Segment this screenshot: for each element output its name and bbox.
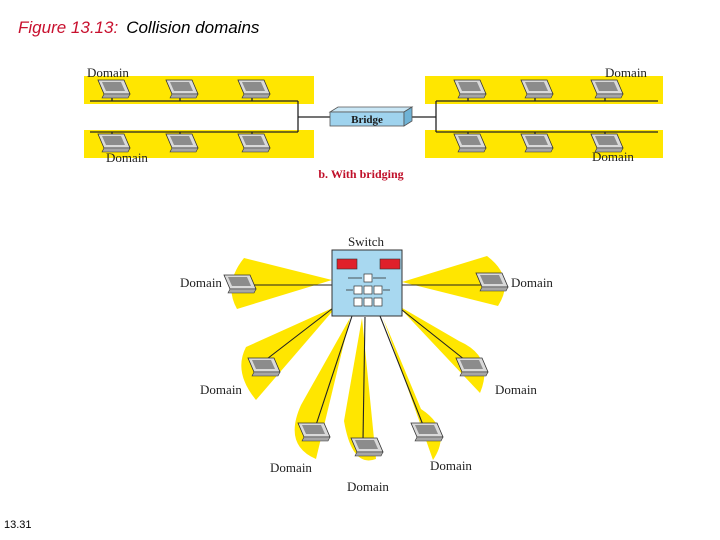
switch-label: Switch <box>348 234 385 249</box>
domain-label: Domain <box>200 382 242 397</box>
switch-light <box>336 258 358 270</box>
laptop-icon <box>223 274 257 294</box>
switch-device: Switch <box>331 234 403 317</box>
domain-label: Domain <box>270 460 312 475</box>
slide-number: 13.31 <box>4 519 32 531</box>
bridge-device: Bridge <box>328 106 414 127</box>
bridging-diagram: Bridge Domain Domain Domain Domain b. Wi… <box>84 65 663 181</box>
domain-label: Domain <box>106 150 148 165</box>
domain-label: Domain <box>495 382 537 397</box>
laptop-icon <box>410 422 444 442</box>
domain-label: Domain <box>605 65 647 80</box>
switch-diagram: Switch Domain Domain Domain Domain Domai… <box>180 234 553 494</box>
domain-label: Domain <box>347 479 389 494</box>
bridge-label: Bridge <box>351 114 383 126</box>
figure-label: Figure 13.13: <box>18 18 119 37</box>
domain-label: Domain <box>180 275 222 290</box>
figure-title: Figure 13.13: Collision domains <box>18 18 259 38</box>
domain-label: Domain <box>430 458 472 473</box>
domain-label: Domain <box>592 149 634 164</box>
figure-caption: Collision domains <box>126 18 260 37</box>
domain-label: Domain <box>87 65 129 80</box>
laptop-icon <box>455 357 489 377</box>
bridging-subcaption: b. With bridging <box>318 167 403 181</box>
domain-label: Domain <box>511 275 553 290</box>
switch-light <box>379 258 401 270</box>
